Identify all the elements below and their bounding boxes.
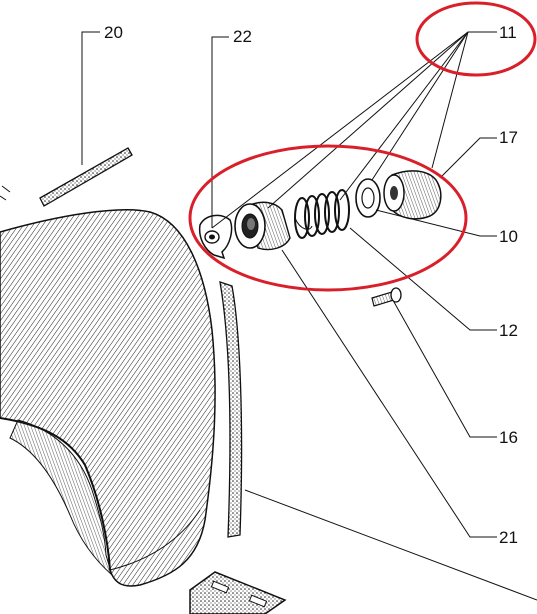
callout-11: 11 — [499, 23, 517, 42]
leader-lines — [81, 31, 537, 601]
part-21-strip — [219, 281, 243, 538]
highlight-marks — [188, 1, 537, 292]
callout-12: 12 — [499, 321, 518, 340]
callout-22: 22 — [233, 27, 252, 46]
fender-body — [0, 208, 216, 587]
callout-21: 21 — [499, 528, 518, 547]
callout-20: 20 — [104, 23, 123, 42]
callout-10: 10 — [499, 227, 518, 246]
bottom-bracket-plate — [189, 571, 287, 614]
part-17-bushing — [383, 170, 442, 220]
part-10-washer — [355, 178, 381, 218]
part-12-spring — [294, 189, 350, 239]
callout-16: 16 — [499, 428, 518, 447]
highlight-ellipse-parts — [188, 144, 468, 292]
part-22-bracket — [198, 214, 233, 260]
part-21-bushing — [234, 201, 291, 251]
highlight-ellipse-label-11 — [415, 1, 537, 77]
callout-17: 17 — [499, 128, 518, 147]
part-16-bolt — [371, 287, 402, 307]
callout-labels: 20 22 11 17 10 12 16 21 — [104, 23, 518, 547]
part-20-strip — [39, 147, 133, 207]
edge-fragment — [0, 185, 11, 201]
